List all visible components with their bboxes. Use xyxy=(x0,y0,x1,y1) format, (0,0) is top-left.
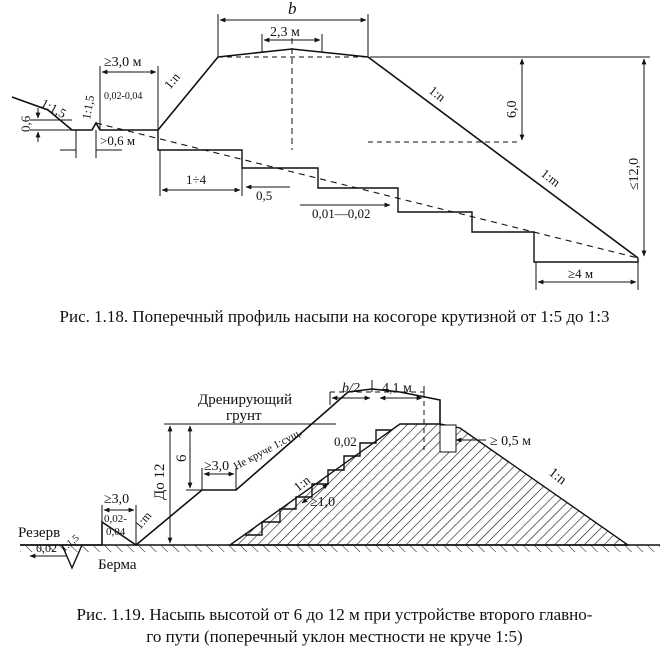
ge-05: ≥ 0,5 м xyxy=(490,434,531,449)
step-slope: 0,01—0,02 xyxy=(312,206,371,221)
dim-4-1: 4,1 м xyxy=(382,381,412,396)
drain-soil-line1: Дренирующий xyxy=(198,392,292,408)
caption-fig-1-19-line1: Рис. 1.19. Насыпь высотой от 6 до 12 м п… xyxy=(76,605,593,624)
berm-slope-1: 0,02- xyxy=(104,513,127,525)
height-do-12: До 12 xyxy=(152,464,168,500)
not-steeper-label: Не круче 1:cyщ. xyxy=(232,427,304,473)
berm-slope-2: 0,04 xyxy=(106,526,126,538)
figure-1-18 xyxy=(11,14,650,290)
ge-10: ≥1,0 xyxy=(310,495,335,510)
berm-slope: 0,02-0,04 xyxy=(104,91,142,102)
slope-002-left: 0,02 xyxy=(36,541,57,555)
foundation-steps xyxy=(157,130,639,263)
dim-berm-width: ≥3,0 м xyxy=(104,55,142,70)
dim-crown: 2,3 м xyxy=(270,25,300,40)
slope-n-right: 1:n xyxy=(426,83,449,105)
caption-fig-1-18: Рис. 1.18. Поперечный профиль насыпи на … xyxy=(59,307,610,326)
ditch-depth: 0,6 xyxy=(18,115,33,132)
dim-b: b xyxy=(288,0,297,18)
step-rise: 0,5 xyxy=(256,188,272,203)
height-6: 6,0 xyxy=(505,101,520,119)
ge-30-upper: ≥3,0 xyxy=(204,459,229,474)
reserve-label: Резерв xyxy=(18,525,60,541)
dim-half-b: b/2 xyxy=(342,381,360,396)
ground-line xyxy=(95,122,639,259)
slope-n-right-2: 1:n xyxy=(546,465,569,488)
height-6-2: 6 xyxy=(174,454,190,462)
embankment-profile xyxy=(11,48,639,259)
ge-30-lower: ≥3,0 xyxy=(104,492,129,507)
slope-1-15-right: 1:1,5 xyxy=(79,94,97,120)
berma-label: Берма xyxy=(98,557,137,573)
figure-1-19 xyxy=(20,380,660,570)
slope-1-15-left: 1:1,5 xyxy=(39,95,69,121)
height-12: ≤12,0 xyxy=(627,158,642,190)
ditch-width: >0,6 м xyxy=(100,133,135,148)
drain-soil-line2: грунт xyxy=(226,408,262,424)
slope-m-2: 1:m xyxy=(132,508,155,532)
caption-fig-1-19-line2: го пути (поперечный уклон местности не к… xyxy=(146,627,523,646)
slope-002-top: 0,02 xyxy=(334,434,357,449)
toe-width: ≥4 м xyxy=(568,266,593,281)
figure-1-18-labels: b 2,3 м ≥3,0 м 0,02-0,04 1:n 1:n 1:m 1:1… xyxy=(18,0,642,281)
slope-n-left: 1:n xyxy=(161,69,183,92)
step-ratio: 1÷4 xyxy=(186,172,207,187)
